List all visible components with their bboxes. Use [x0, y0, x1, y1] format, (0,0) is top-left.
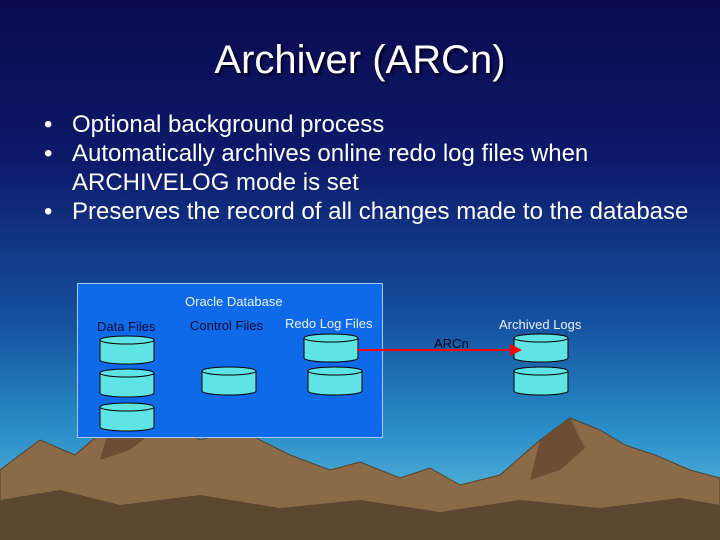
- arrow-head: [510, 344, 522, 356]
- archived-log-cylinder: [513, 366, 569, 396]
- redo-log-cylinder: [303, 333, 359, 363]
- data-files-label: Data Files: [97, 319, 156, 334]
- cylinder-icon: [513, 333, 569, 363]
- cylinder-icon: [303, 333, 359, 363]
- bullet-dot: •: [44, 111, 53, 138]
- mountain-shadow: [530, 418, 585, 480]
- redo-log-files-label: Redo Log Files: [285, 316, 373, 331]
- control-file-cylinder: [201, 366, 257, 396]
- bullet-text: Preserves the record of all changes made…: [72, 198, 689, 225]
- data-file-cylinder: [99, 368, 155, 398]
- bullet-text: Optional background process: [72, 111, 385, 138]
- bullet-text: Automatically archives online redo log f…: [72, 140, 589, 196]
- database-label: Oracle Database: [185, 294, 283, 309]
- cylinder-icon: [513, 366, 569, 396]
- archived-log-cylinder: [513, 333, 569, 363]
- bullet-item: • Preserves the record of all changes mad…: [40, 197, 710, 226]
- cylinder-icon: [99, 335, 155, 365]
- arcn-process-label: ARCn: [434, 336, 469, 351]
- archived-logs-label: Archived Logs: [499, 317, 582, 332]
- slide-title: Archiver (ARCn): [214, 38, 506, 82]
- bullet-item: • Optional background process: [40, 110, 710, 139]
- foothills: [0, 490, 720, 540]
- redo-log-cylinder: [307, 366, 363, 396]
- bullet-dot: •: [44, 198, 53, 225]
- bullet-dot: •: [44, 140, 53, 167]
- arcn-arrow: [357, 344, 522, 356]
- control-files-label: Control Files: [190, 318, 263, 333]
- bullet-item: • Automatically archives online redo log …: [40, 139, 710, 197]
- cylinder-icon: [99, 402, 155, 432]
- cylinder-icon: [99, 368, 155, 398]
- data-file-cylinder: [99, 335, 155, 365]
- data-file-cylinder: [99, 402, 155, 432]
- cylinder-icon: [201, 366, 257, 396]
- bullet-list: • Optional background process • Automatica…: [40, 110, 710, 226]
- cylinder-icon: [307, 366, 363, 396]
